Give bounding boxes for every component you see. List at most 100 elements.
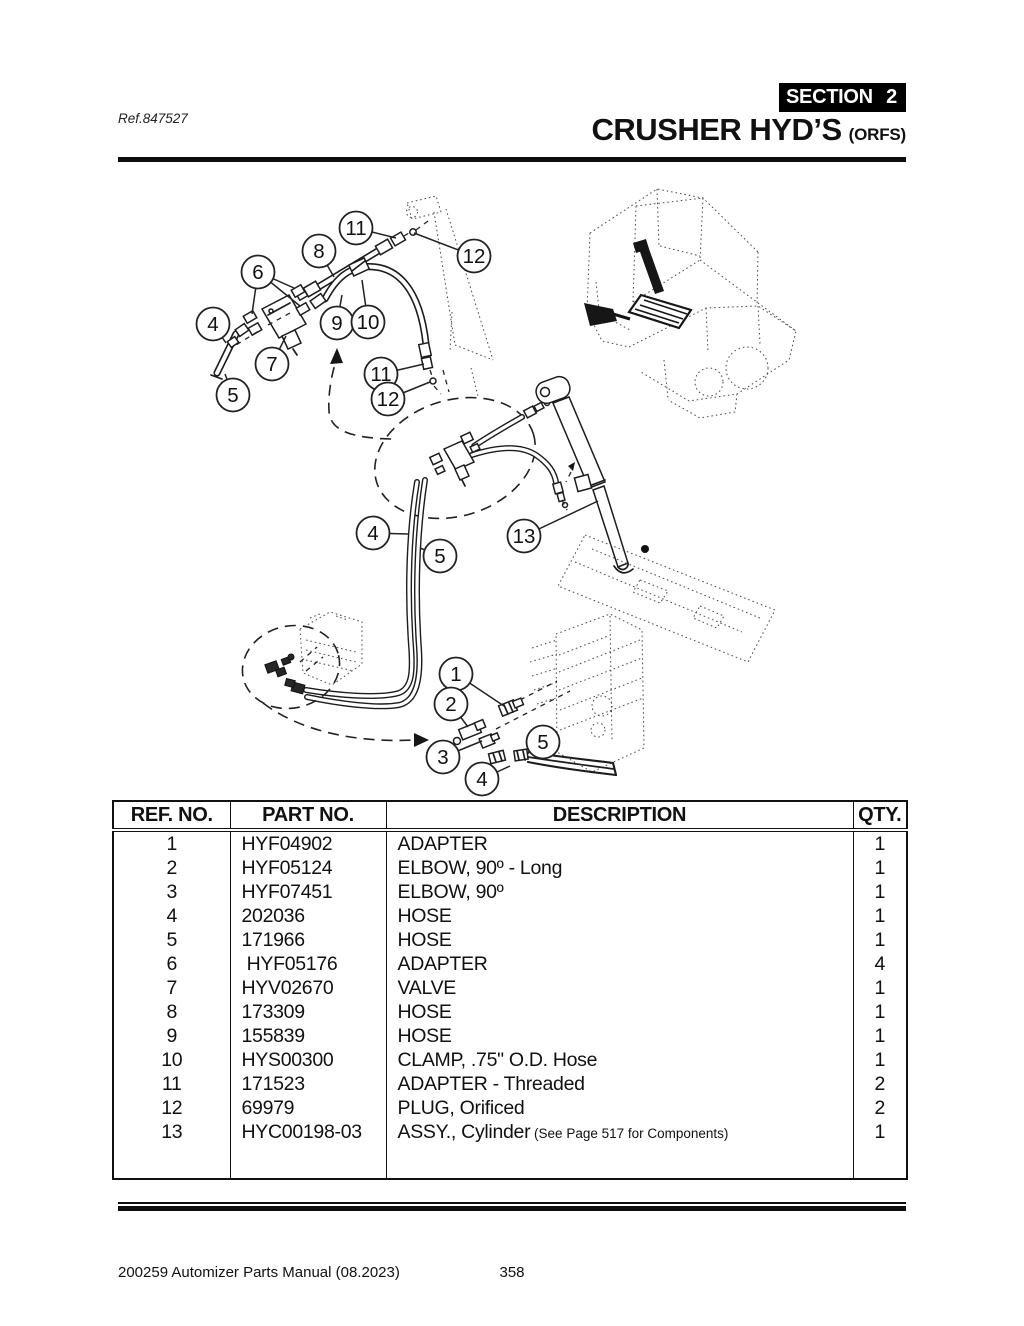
callout-label-11: 11: [370, 363, 391, 386]
callout-circle-4: [355, 515, 391, 551]
header-ref-no: REF. NO.: [112, 800, 231, 832]
parts-table-header-row: REF. NO. PART NO. DESCRIPTION QTY.: [112, 800, 908, 832]
cell-part-no: HYS00300: [229, 1048, 387, 1072]
cell-description: ADAPTER: [385, 952, 854, 976]
cell-ref-no: 1: [112, 830, 231, 856]
callout-label-13: 13: [513, 525, 536, 548]
callout-circle-5: [422, 538, 458, 574]
footer-rule-thick: [118, 1206, 906, 1211]
callout-circle-8: [301, 233, 337, 269]
callout-circle-10: [350, 304, 386, 340]
cell-qty: 1: [852, 904, 908, 928]
footer-page-number: 358: [499, 1264, 525, 1281]
detail-arrows: [262, 348, 429, 747]
cell-ref-no: 11: [112, 1072, 231, 1096]
table-filler-row: [112, 1144, 908, 1179]
cell-qty: 1: [852, 1000, 908, 1024]
valve-bank-ghost: [529, 613, 645, 773]
callout-label-12: 12: [463, 245, 486, 268]
header-part-no: PART NO.: [229, 800, 387, 832]
cylinder-assembly-13: [535, 375, 649, 574]
cell-qty: 1: [852, 928, 908, 952]
reference-number: Ref.847527: [118, 111, 188, 126]
callout-circle-6: [240, 254, 276, 290]
cell-description: HOSE: [385, 928, 854, 952]
callout-circle-2: [433, 686, 469, 722]
middle-valve-assembly: [373, 393, 569, 520]
section-badge: SECTION 2: [779, 83, 906, 112]
filler-cell: [852, 1144, 908, 1179]
cell-ref-no: 12: [112, 1096, 231, 1120]
upper-valve-assembly: [210, 220, 442, 395]
cell-qty: 1: [852, 830, 908, 856]
callout-circle-4: [464, 761, 500, 797]
cell-qty: 1: [852, 1120, 908, 1144]
cell-description: HOSE: [385, 1000, 854, 1024]
cell-part-no: 173309: [229, 1000, 387, 1024]
cell-description: VALVE: [385, 976, 854, 1000]
callout-circle-12: [370, 381, 406, 417]
callout-label-11: 11: [345, 217, 366, 240]
cell-ref-no: 7: [112, 976, 231, 1000]
cell-ref-no: 13: [112, 1120, 231, 1144]
cell-part-no: HYC00198-03: [229, 1120, 387, 1144]
lower-left-detail: [241, 611, 363, 710]
cell-description: HOSE: [385, 904, 854, 928]
callout-label-10: 10: [357, 311, 380, 334]
boom-ghost: [406, 195, 494, 397]
cell-part-no: HYF05176: [229, 952, 387, 976]
cell-ref-no: 3: [112, 880, 231, 904]
cell-part-no: HYF04902: [229, 830, 387, 856]
cell-description: HOSE: [385, 1024, 854, 1048]
cell-description: ADAPTER - Threaded: [385, 1072, 854, 1096]
page-title-main: CRUSHER HYD’S: [591, 112, 842, 147]
cell-ref-no: 4: [112, 904, 231, 928]
callout-label-1: 1: [450, 663, 461, 686]
cell-part-no: 69979: [229, 1096, 387, 1120]
cell-qty: 4: [852, 952, 908, 976]
cell-ref-no: 8: [112, 1000, 231, 1024]
cell-qty: 1: [852, 1024, 908, 1048]
callout-label-7: 7: [266, 353, 277, 376]
cell-part-no: 171966: [229, 928, 387, 952]
base-plate-ghost: [557, 534, 776, 663]
cell-part-no: HYF07451: [229, 880, 387, 904]
callout-circle-12: [456, 238, 492, 274]
cell-part-no: 202036: [229, 904, 387, 928]
hose-pair-4-5: [303, 477, 428, 710]
cell-description: PLUG, Orificed: [385, 1096, 854, 1120]
page-title-suffix: (ORFS): [848, 125, 907, 144]
callout-circle-7: [254, 346, 290, 382]
callout-label-9: 9: [331, 312, 342, 335]
callout-label-5: 5: [227, 384, 238, 407]
footer-rule-thin: [118, 1202, 906, 1204]
cell-description: CLAMP, .75" O.D. Hose: [385, 1048, 854, 1072]
cell-qty: 2: [852, 1096, 908, 1120]
cell-qty: 2: [852, 1072, 908, 1096]
callout-circle-5: [525, 724, 561, 760]
header-qty: QTY.: [852, 800, 908, 832]
callout-label-2: 2: [445, 693, 456, 716]
cell-ref-no: 2: [112, 856, 231, 880]
header-description: DESCRIPTION: [385, 800, 854, 832]
cab-lever-assembly: [584, 239, 693, 330]
callout-circle-11: [338, 210, 374, 246]
callout-label-4: 4: [367, 522, 378, 545]
cell-part-no: HYF05124: [229, 856, 387, 880]
callout-circle-5: [215, 377, 251, 413]
cell-qty: 1: [852, 856, 908, 880]
callout-circle-13: [506, 518, 542, 554]
cell-description: ADAPTER: [385, 830, 854, 856]
page-title: CRUSHER HYD’S (ORFS): [591, 112, 906, 148]
